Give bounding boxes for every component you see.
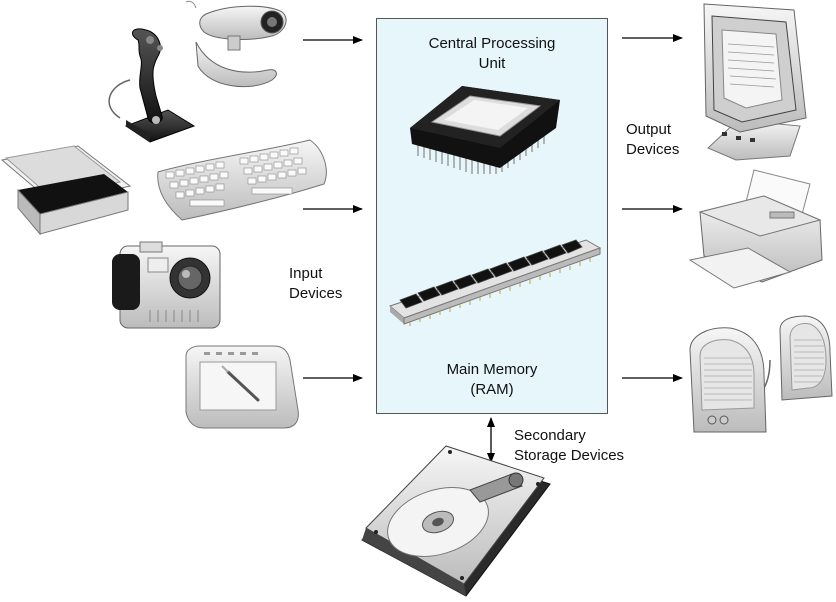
- computer-box: [376, 18, 608, 414]
- scanner-icon: [0, 145, 132, 236]
- webcam-icon: [185, 0, 287, 88]
- cpu-label: Central Processing Unit: [428, 35, 556, 72]
- ram-module-icon: [389, 239, 602, 326]
- secondary-storage-label: Secondary Storage Devices: [514, 427, 625, 464]
- keyboard-icon: [157, 139, 327, 221]
- main-memory-label: Main Memory (RAM): [446, 361, 538, 398]
- speakers-icon: [689, 315, 833, 433]
- input-devices-label: Input Devices: [289, 265, 343, 302]
- cpu-chip-icon: [410, 86, 560, 174]
- joystick-icon: [108, 28, 196, 143]
- camera-icon: [112, 241, 221, 329]
- printer-icon: [688, 169, 823, 289]
- monitor-icon: [703, 3, 807, 161]
- hard-drive-icon: [361, 445, 551, 597]
- output-devices-label: Output Devices: [626, 121, 680, 158]
- drawing-tablet-icon: [185, 345, 299, 429]
